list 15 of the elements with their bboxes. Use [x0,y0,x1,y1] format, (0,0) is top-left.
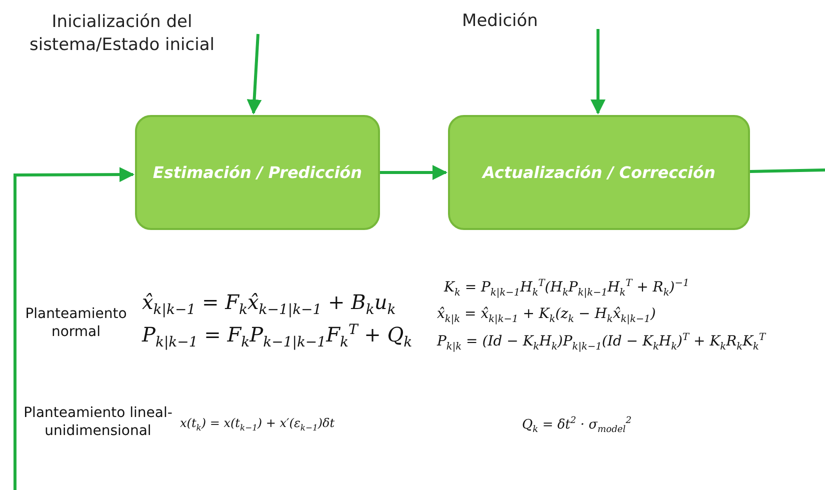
input-label: Medición [455,8,545,34]
input-label: Inicialización del sistema/Estado inicial [22,8,222,60]
row-label: Planteamiento lineal-unidimensional [22,404,174,440]
arrow [590,29,606,114]
arrow [14,167,134,490]
equation: K$_{k}$ = P$_{k|k−1}$H$_{k}$$^{T}$(H$_{k}$P$_{k|k−1}$H$_{k}$$^{T}$ + R$_{k}$)$^{−1}$ [444,278,690,298]
process-box: Estimación / Predicción [135,115,380,230]
equation: x(t$_{k}$) = x(t$_{k−1}$) + x′(ε$_{k−1}$)δt [180,416,335,432]
process-box: Actualización / Corrección [448,115,750,230]
arrow [380,165,448,180]
equation: x̂$_{k|k}$ = x̂$_{k|k−1}$ + K$_{k}$(z$_{k}$ − H$_{k}$x̂$_{k|k−1}$) [437,306,656,325]
arrow [246,34,262,114]
equation: P$_{k|k−1}$ = F$_{k}$P$_{k−1|k−1}$F$_{k}$$^{T}$ + Q$_{k}$ [142,322,412,351]
equation: x̂$_{k|k−1}$ = F$_{k}$x̂$_{k−1|k−1}$ + B$_{k}$u$_{k}$ [142,290,396,318]
row-label: Planteamiento normal [24,305,128,342]
